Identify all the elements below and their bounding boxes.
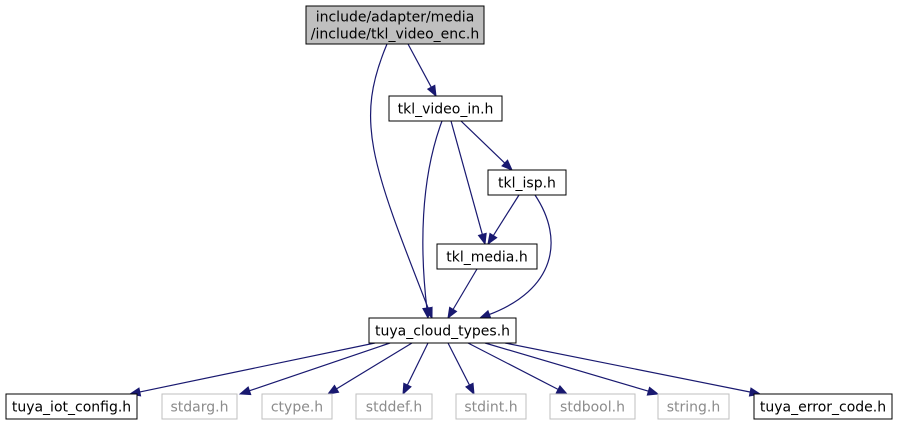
node-isp[interactable]: tkl_isp.h <box>487 169 567 196</box>
edge-line <box>422 120 443 310</box>
node-box <box>5 393 138 420</box>
node-box <box>305 5 485 45</box>
edge-line <box>460 120 506 165</box>
node-box <box>436 243 538 270</box>
node-label: tuya_cloud_types.h <box>375 324 510 340</box>
node-error-code[interactable]: tuya_error_code.h <box>753 393 893 420</box>
node-cloud[interactable]: tuya_cloud_types.h <box>368 317 517 344</box>
node-label: stdint.h <box>464 400 517 416</box>
edge-line <box>406 342 429 387</box>
edge-media-to-cloud <box>447 268 478 320</box>
edge-line <box>335 342 413 390</box>
edge-cloud-to-stdint <box>447 342 475 396</box>
edge-arrowhead <box>402 382 412 396</box>
edge-line <box>452 268 478 311</box>
node-label: tkl_video_in.h <box>398 102 494 118</box>
node-stdbool[interactable]: stdbool.h <box>549 393 636 420</box>
node-label: string.h <box>667 400 721 416</box>
edge-arrowhead <box>555 384 569 395</box>
edge-arrowhead <box>447 306 458 320</box>
edge-arrowhead <box>478 309 492 319</box>
node-label: stdbool.h <box>560 400 625 416</box>
node-media[interactable]: tkl_media.h <box>436 243 538 270</box>
edge-root-to-video_in <box>407 43 437 98</box>
edge-line <box>138 342 376 393</box>
edge-line <box>450 120 484 236</box>
node-box <box>753 393 893 420</box>
node-label: tkl_isp.h <box>498 176 556 192</box>
edge-arrowhead <box>426 84 437 98</box>
edge-arrowhead <box>422 307 432 320</box>
node-label: tuya_iot_config.h <box>12 400 131 416</box>
node-box <box>355 393 433 420</box>
node-box <box>549 393 636 420</box>
edge-arrowhead <box>477 232 487 246</box>
edge-cloud-to-stdbool <box>467 342 569 395</box>
node-root[interactable]: include/adapter/media/include/tkl_video_… <box>305 5 485 45</box>
node-label: stdarg.h <box>171 400 229 416</box>
edge-cloud-to-stddef <box>402 342 429 396</box>
node-box <box>455 393 527 420</box>
edge-arrowhead <box>487 232 498 246</box>
edge-arrowhead <box>646 386 660 396</box>
node-box <box>487 169 567 196</box>
edge-root-to-cloud <box>369 43 433 320</box>
node-box <box>261 393 333 420</box>
edge-video_in-to-cloud <box>422 120 443 320</box>
node-label: stddef.h <box>366 400 422 416</box>
edge-arrowhead <box>465 382 475 396</box>
edge-cloud-to-error_code <box>504 342 762 397</box>
node-label: tkl_media.h <box>446 250 527 266</box>
node-box <box>657 393 730 420</box>
edge-cloud-to-stdarg <box>238 342 391 396</box>
node-ctype[interactable]: ctype.h <box>261 393 333 420</box>
node-label: include/adapter/media <box>316 10 475 26</box>
edge-line <box>484 342 650 393</box>
edge-video_in-to-isp <box>460 120 513 171</box>
edge-line <box>369 43 430 310</box>
edge-arrowhead <box>326 384 340 395</box>
node-box <box>388 95 503 122</box>
edge-cloud-to-string <box>484 342 660 396</box>
edge-isp-to-media <box>487 194 520 246</box>
edge-line <box>447 342 471 387</box>
edge-arrowhead <box>501 159 513 171</box>
edge-line <box>492 194 520 237</box>
node-label: ctype.h <box>271 400 323 416</box>
edge-arrowhead <box>238 386 252 396</box>
edge-video_in-to-media <box>450 120 487 246</box>
edge-line <box>248 342 391 392</box>
node-label: /include/tkl_video_enc.h <box>311 27 479 43</box>
edge-line <box>467 342 560 391</box>
edge-cloud-to-ctype <box>326 342 413 395</box>
edge-line <box>407 43 433 89</box>
node-stddef[interactable]: stddef.h <box>355 393 433 420</box>
edges-layer <box>128 43 762 397</box>
node-box <box>368 317 517 344</box>
node-stdarg[interactable]: stdarg.h <box>161 393 238 420</box>
node-box <box>161 393 238 420</box>
nodes-layer: include/adapter/media/include/tkl_video_… <box>5 5 893 420</box>
node-video-in[interactable]: tkl_video_in.h <box>388 95 503 122</box>
node-iot-config[interactable]: tuya_iot_config.h <box>5 393 138 420</box>
node-stdint[interactable]: stdint.h <box>455 393 527 420</box>
edge-line <box>504 342 752 393</box>
node-label: tuya_error_code.h <box>760 400 886 416</box>
node-string[interactable]: string.h <box>657 393 730 420</box>
edge-line <box>488 194 552 316</box>
